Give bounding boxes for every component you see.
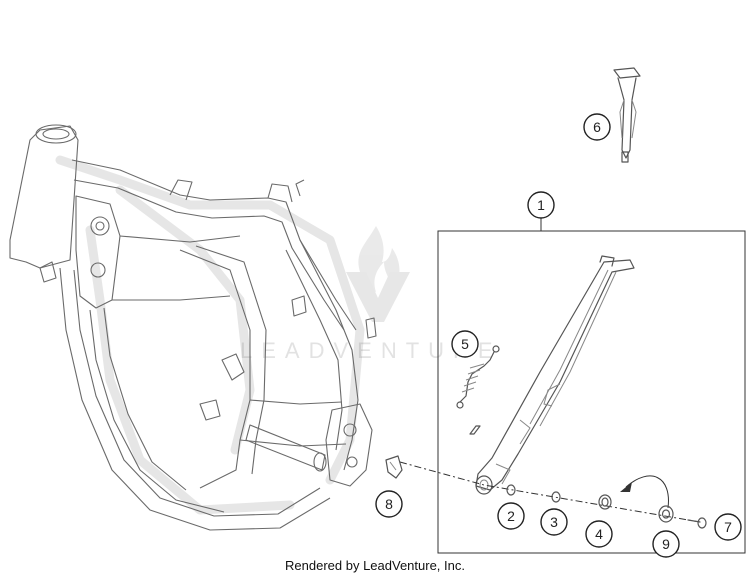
spring — [456, 345, 500, 435]
callout-label: 5 — [461, 336, 469, 352]
side-stand-leg — [475, 255, 635, 495]
callout-label: 6 — [593, 119, 601, 135]
washer-2 — [506, 484, 516, 496]
callout-5[interactable]: 5 — [451, 330, 479, 358]
assembly-box — [437, 230, 746, 554]
bushing-9 — [658, 505, 674, 523]
bolt-7 — [687, 517, 707, 529]
watermark: LEADVENTURE — [240, 226, 502, 363]
washer-3 — [551, 491, 561, 503]
bushing-4 — [598, 494, 612, 510]
render-credit: Rendered by LeadVenture, Inc. — [285, 558, 465, 573]
callout-4[interactable]: 4 — [585, 520, 613, 548]
bracket-8 — [385, 455, 403, 479]
arrow-to-9 — [625, 475, 669, 509]
callout-label: 3 — [550, 514, 558, 530]
side-stand-assembly — [399, 218, 746, 554]
callout-label: 8 — [385, 496, 393, 512]
callout-label: 7 — [724, 519, 732, 535]
callout-9[interactable]: 9 — [652, 530, 680, 558]
tool-6 — [613, 67, 641, 163]
callout-8[interactable]: 8 — [375, 490, 403, 518]
callout-label: 1 — [537, 197, 545, 213]
watermark-text: LEADVENTURE — [240, 338, 502, 363]
frame-illustration — [9, 124, 377, 531]
callout-3[interactable]: 3 — [540, 508, 568, 536]
callout-label: 4 — [595, 526, 603, 542]
callout-2[interactable]: 2 — [497, 502, 525, 530]
watermark-v-icon — [346, 272, 410, 322]
callout-1[interactable]: 1 — [527, 191, 555, 219]
callout-label: 9 — [662, 536, 670, 552]
arrow-head-icon — [620, 482, 632, 492]
callout-label: 2 — [507, 508, 515, 524]
callout-6[interactable]: 6 — [583, 113, 611, 141]
callout-7[interactable]: 7 — [714, 513, 742, 541]
